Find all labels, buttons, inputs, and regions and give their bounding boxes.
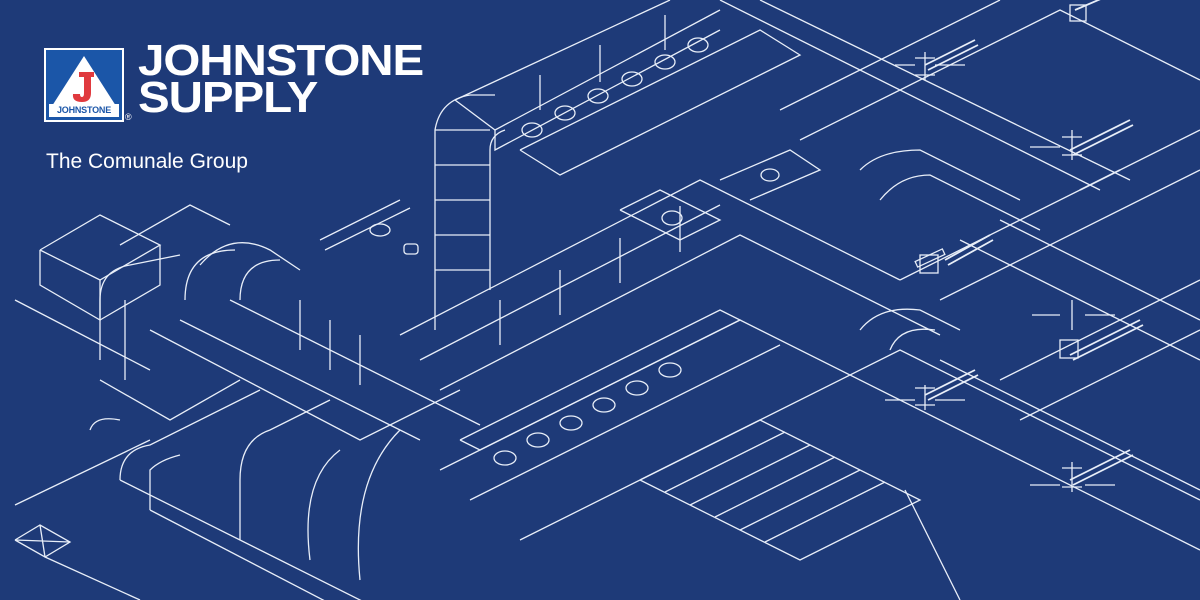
brand-lockup: JOHNSTONE ® JOHNSTONE SUPPLY — [44, 39, 424, 122]
registered-mark: ® — [125, 112, 132, 122]
brand-name-line1: JOHNSTONE — [137, 36, 424, 85]
johnstone-logo-badge: JOHNSTONE — [44, 48, 124, 122]
logo-badge-text: JOHNSTONE — [49, 104, 119, 117]
triangle-j-logo-icon — [52, 56, 116, 106]
brand-name: JOHNSTONE SUPPLY — [137, 36, 424, 122]
subtitle-group-name: The Comunale Group — [46, 150, 248, 173]
brand-name-line2: SUPPLY — [137, 73, 318, 122]
